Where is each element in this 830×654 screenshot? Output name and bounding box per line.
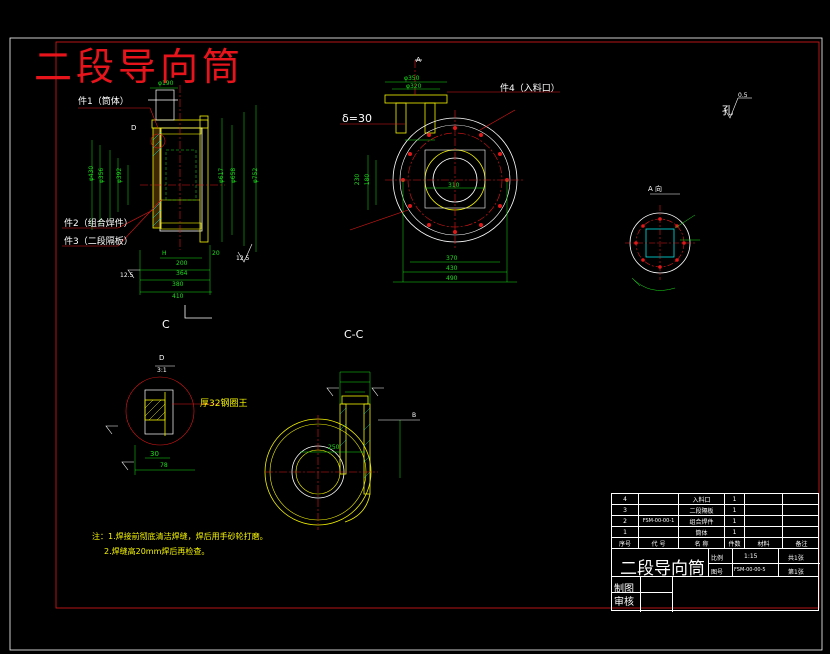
dim-230: 230 — [354, 173, 362, 186]
scale-value: 1:15 — [744, 553, 758, 560]
callout-fillet: 厚32钢圈王 — [200, 399, 248, 409]
drawing-no-label: 图号 — [711, 569, 724, 576]
side-view — [62, 85, 257, 319]
dim-dia658: φ658 — [230, 167, 238, 184]
dim-190: φ190 — [158, 80, 174, 87]
bom-row-2: 2 FSM-00-00-1 组合焊件 1 — [612, 516, 818, 527]
dim-320: φ320 — [406, 83, 422, 90]
drawing-no: FSM-00-00-5 — [734, 567, 766, 573]
drawing-title: 二段导向筒 — [34, 45, 245, 89]
view-a-label: A 向 — [648, 185, 663, 193]
title-block-name: 二段导向筒 — [620, 559, 705, 579]
dim-410: 410 — [172, 293, 184, 300]
dim-200: 200 — [176, 260, 188, 267]
section-cc — [264, 371, 420, 530]
inner-frame — [55, 41, 820, 609]
bom-row-1: 1 筒体 1 — [612, 527, 818, 538]
note-line-1: 注：1.焊接前彻底清洁焊缝，焊后用手砂轮打磨。 — [92, 532, 268, 541]
drawn-by-label: 制图 — [614, 584, 634, 595]
thickness-label: δ=30 — [342, 112, 372, 125]
checked-by-label: 审核 — [614, 597, 634, 608]
detail-d-title: D — [159, 354, 165, 362]
dim-370: 370 — [446, 255, 458, 262]
sheets-total: 共1张 — [788, 555, 804, 562]
callout-part-2: 件2（组合焊件） — [64, 219, 133, 229]
callout-part-3: 件3（二段隔板） — [64, 237, 133, 247]
dim-180: 180 — [364, 173, 372, 186]
detail-d — [105, 365, 220, 475]
dim-dia617: φ617 — [218, 167, 226, 184]
front-view — [340, 59, 560, 283]
bom-row-3: 3 二段隔板 1 — [612, 505, 818, 516]
detail-d-scale: 3:1 — [157, 367, 167, 374]
callout-part-1: 件1（筒体） — [78, 97, 129, 107]
detail-marker-d: D — [131, 124, 137, 132]
dim-dia356: φ356 — [98, 167, 106, 184]
bom-header: 序号 代 号 名 称 件数 材料 备注 — [612, 538, 818, 549]
dim-dia752: φ752 — [252, 167, 260, 184]
title-block-main: 二段导向筒 比例 1:15 共1张 图号 FSM-00-00-5 第1张 — [612, 549, 820, 579]
dim-364: 364 — [176, 270, 188, 277]
dim-490: 490 — [446, 275, 458, 282]
note-line-2: 2.焊缝高20mm焊后再检查。 — [104, 547, 210, 556]
dim-380: 380 — [172, 281, 184, 288]
title-block: 4 入料口 1 3 二段隔板 1 2 FSM-00-00-1 组合焊件 1 1 … — [611, 493, 820, 612]
roughness-side-2: 12.5 — [120, 272, 134, 279]
roughness-hole: 0.5 — [738, 92, 748, 99]
dim-20: 20 — [212, 250, 220, 257]
cut-mark-c: C — [162, 318, 170, 331]
scale-label: 比例 — [711, 555, 724, 562]
dim-350: φ350 — [404, 75, 420, 82]
dim-430: 430 — [446, 265, 458, 272]
arrow-a-label: A — [416, 56, 421, 64]
dim-310: 310 — [448, 182, 460, 189]
roughness-side: 12.5 — [236, 255, 250, 262]
section-cc-title: C-C — [344, 328, 364, 341]
dim-250: 250 — [328, 444, 340, 451]
sheet-number: 第1张 — [788, 569, 804, 576]
outer-frame — [9, 37, 823, 651]
bom-row-4: 4 入料口 1 — [612, 494, 818, 505]
dim-dia430: φ430 — [88, 165, 96, 182]
view-a — [625, 97, 752, 291]
arrow-b-label: B — [412, 412, 417, 419]
dim-h: H — [162, 250, 167, 257]
dim-30: 30 — [150, 450, 159, 458]
callout-part-4: 件4（入料口） — [500, 84, 560, 94]
dim-78: 78 — [160, 462, 168, 469]
dim-dia392: φ392 — [116, 167, 124, 184]
hole-label: 孔 — [722, 104, 733, 117]
